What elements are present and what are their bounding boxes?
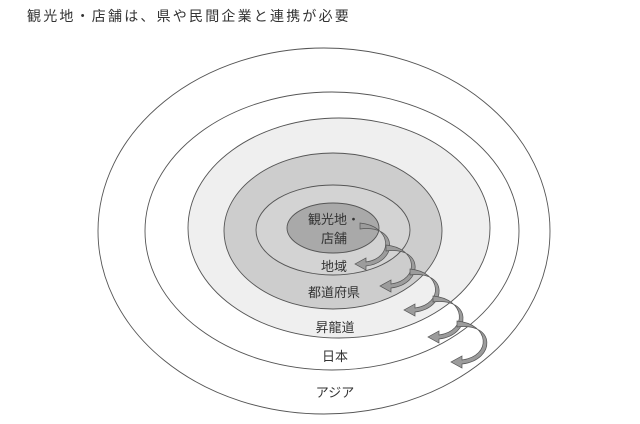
label-prefecture: 都道府県 (308, 286, 360, 301)
arrow-icon (379, 244, 416, 293)
arrow-icon (354, 222, 390, 271)
label-region: 地域 (321, 260, 347, 275)
diagram-title: 観光地・店舗は、県や民間企業と連携が必要 (27, 9, 351, 25)
arrow-icon (450, 320, 488, 369)
expansion-arrows (354, 222, 488, 369)
label-stores: 店舗 (321, 232, 347, 247)
arrow-icon (427, 295, 464, 344)
label-asia: アジア (316, 386, 354, 401)
label-japan: 日本 (322, 350, 348, 365)
arrow-icon (403, 268, 440, 317)
label-tourist-spots: 観光地・ (308, 213, 360, 228)
ring-tourist-spots-stores (286, 202, 380, 254)
label-shoryudo: 昇龍道 (315, 320, 354, 336)
